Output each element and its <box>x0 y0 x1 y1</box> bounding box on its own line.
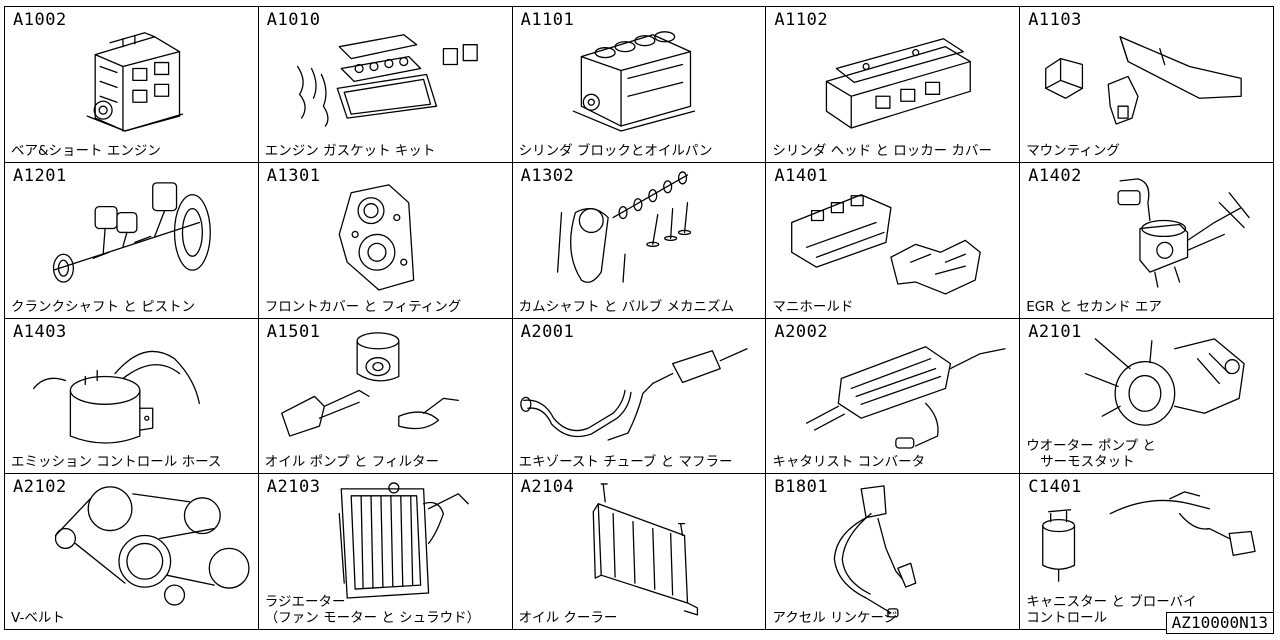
catalog-cell-a2102[interactable]: A2102 V-ベルト <box>5 474 259 630</box>
part-label: ラジエーター （ファン モーター と シュラウド） <box>264 594 481 626</box>
canister-blowby-illustration <box>1042 491 1256 583</box>
part-code: A1002 <box>13 10 67 30</box>
part-code: A1201 <box>13 165 67 186</box>
catalog-cell-c1401[interactable]: C1401 キャニスター と ブローバイ コントロール <box>1020 474 1274 630</box>
cylinder-block-illustration <box>572 31 695 132</box>
crankshaft-piston-illustration <box>52 181 211 283</box>
part-label: キャニスター と ブローバイ コントロール <box>1026 594 1197 626</box>
part-code: A2102 <box>13 477 67 498</box>
part-label: エンジン ガスケット キット <box>264 142 436 159</box>
part-code: A1401 <box>774 165 829 186</box>
part-code: A2002 <box>774 321 829 342</box>
part-code: A2103 <box>266 477 321 498</box>
part-code: B1801 <box>774 477 829 498</box>
part-label: ベア&ショート エンジン <box>11 142 161 159</box>
part-label: アクセル リンケージ <box>772 610 898 626</box>
catalog-cell-a1401[interactable]: A1401 マニホールド <box>766 162 1021 319</box>
part-code: A1101 <box>520 10 575 30</box>
catalog-cell-a1403[interactable]: A1403 エミッション コントロール ホース <box>5 318 259 475</box>
part-label: V-ベルト <box>11 610 65 626</box>
part-label: マウンティング <box>1026 142 1120 159</box>
part-label: キャタリスト コンバータ <box>772 454 926 471</box>
part-code: A1102 <box>774 10 829 30</box>
catalog-cell-a2101[interactable]: A2101 ウオーター ポンプ と サーモスタット <box>1020 318 1274 475</box>
part-label: マニホールド <box>772 298 854 315</box>
catalog-cell-a1101[interactable]: A1101 シリンダ ブロックとオイルパン <box>512 7 767 163</box>
part-code: A2101 <box>1028 321 1082 342</box>
catalog-cell-a1102[interactable]: A1102 シリンダ ヘッド と ロッカー カバー <box>766 7 1021 163</box>
catalog-cell-a2103[interactable]: A2103 ラジエーター （ファン モーター と シュラウド） <box>258 474 513 630</box>
catalog-cell-a2104[interactable]: A2104 オイル クーラー <box>512 474 767 630</box>
parts-catalog-grid: A1002 ベア&ショート エンジン A1010 エンジン ガスケット キ <box>4 6 1274 630</box>
part-label: オイル クーラー <box>518 610 618 626</box>
catalog-reference-code: AZ10000N13 <box>1165 612 1274 634</box>
part-label: エミッション コントロール ホース <box>11 454 222 471</box>
part-code: A1501 <box>266 321 321 342</box>
radiator-illustration <box>338 482 469 599</box>
part-label: シリンダ ブロックとオイルパン <box>518 142 713 159</box>
part-code: A1301 <box>266 165 321 186</box>
catalog-cell-a1302[interactable]: A1302 カムシャフト と バルブ メカニズム <box>512 162 767 319</box>
part-label: シリンダ ヘッド と ロッカー カバー <box>772 142 993 159</box>
part-label: オイル ポンプ と フィルター <box>264 454 439 471</box>
engine-mounting-illustration <box>1045 36 1242 125</box>
part-label: ウオーター ポンプ と サーモスタット <box>1026 438 1156 471</box>
part-label: エキゾースト チューブ と マフラー <box>518 454 733 471</box>
manifold-illustration <box>791 193 982 295</box>
catalytic-converter-illustration <box>806 345 1007 449</box>
part-label: カムシャフト と バルブ メカニズム <box>518 298 734 315</box>
egr-valve-illustration <box>1117 177 1250 288</box>
part-code: A1302 <box>520 165 575 186</box>
water-pump-illustration <box>1084 337 1245 426</box>
part-code: A1403 <box>13 321 67 342</box>
catalog-cell-a1501[interactable]: A1501 オイル ポンプ と フィルター <box>258 318 513 475</box>
accelerator-linkage-illustration <box>834 485 917 618</box>
part-code: C1401 <box>1028 477 1082 498</box>
part-code: A1402 <box>1028 165 1082 186</box>
catalog-cell-a1201[interactable]: A1201 クランクシャフト と ピストン <box>5 162 259 319</box>
oil-cooler-illustration <box>592 483 698 616</box>
gasket-kit-illustration <box>296 34 478 127</box>
part-code: A2104 <box>520 477 575 498</box>
catalog-cell-a1103[interactable]: A1103 マウンティング <box>1020 7 1274 163</box>
v-belt-illustration <box>54 486 250 606</box>
cylinder-head-illustration <box>826 38 972 129</box>
oil-pump-filter-illustration <box>280 331 459 437</box>
part-code: A2001 <box>520 321 575 342</box>
part-code: A1010 <box>266 10 321 30</box>
catalog-cell-a2001[interactable]: A2001 エキゾースト チューブ と マフラー <box>512 318 767 475</box>
camshaft-valve-illustration <box>556 171 691 283</box>
emission-hose-illustration <box>33 350 200 444</box>
catalog-cell-a1010[interactable]: A1010 エンジン ガスケット キット <box>258 7 513 163</box>
part-label: クランクシャフト と ピストン <box>11 298 196 315</box>
front-cover-illustration <box>338 183 415 291</box>
catalog-cell-b1801[interactable]: B1801 アクセル リンケージ <box>766 474 1021 630</box>
catalog-cell-a1402[interactable]: A1402 EGR と セカンド エア <box>1020 162 1274 319</box>
catalog-cell-a2002[interactable]: A2002 キャタリスト コンバータ <box>766 318 1021 475</box>
catalog-cell-a1002[interactable]: A1002 ベア&ショート エンジン <box>5 7 259 163</box>
part-label: フロントカバー と フィティング <box>264 298 462 315</box>
engine-block-illustration <box>86 32 184 132</box>
part-code: A1103 <box>1028 10 1082 30</box>
part-label: EGR と セカンド エア <box>1026 298 1162 315</box>
catalog-cell-a1301[interactable]: A1301 フロントカバー と フィティング <box>258 162 513 319</box>
exhaust-muffler-illustration <box>519 347 748 441</box>
